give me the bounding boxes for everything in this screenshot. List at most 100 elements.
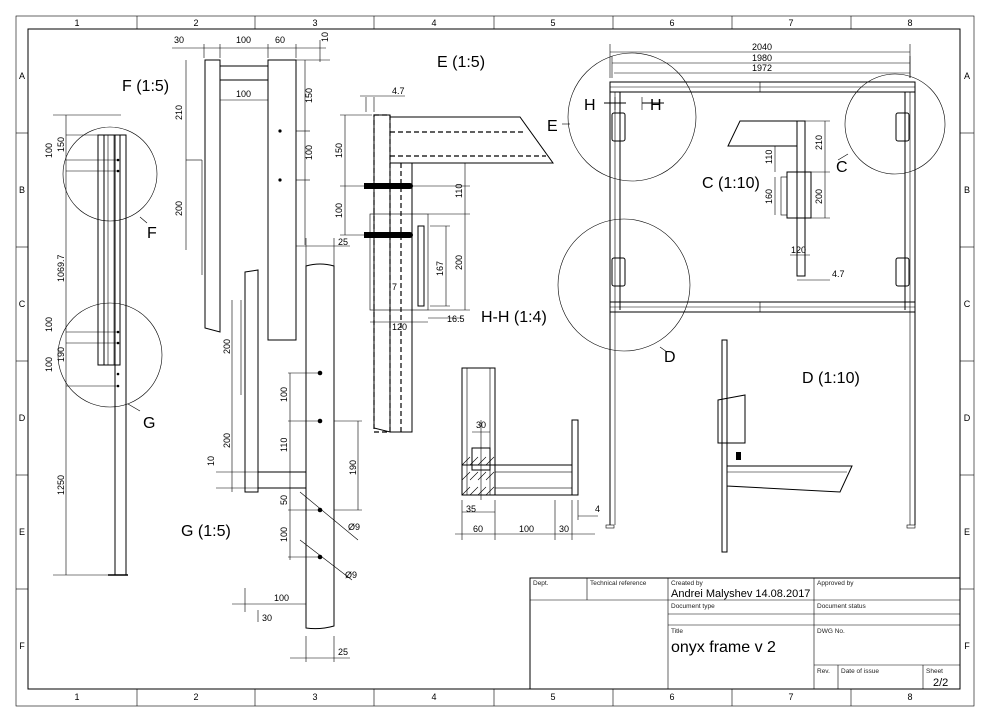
view-d xyxy=(717,339,853,553)
view-label-hh: H-H (1:4) xyxy=(481,309,547,326)
zone-row-c-right: C xyxy=(964,299,971,309)
zone-row-a-right: A xyxy=(964,71,970,81)
dim-e-165: 16.5 xyxy=(447,314,465,324)
dim-hh-60: 60 xyxy=(473,524,483,534)
zone-col-6-bottom: 6 xyxy=(669,692,674,702)
dim-hh-35: 35 xyxy=(466,504,476,514)
tb-dwg-no-label: DWG No. xyxy=(817,628,845,635)
dim-e-110: 110 xyxy=(454,184,464,198)
zone-col-5-top: 5 xyxy=(550,18,555,28)
marker-h1: H xyxy=(584,97,596,114)
dim-left-100a: 100 xyxy=(44,143,54,158)
dim-g-10: 10 xyxy=(206,456,216,466)
tb-doc-type-label: Document type xyxy=(671,603,715,610)
tb-rev-label: Rev. xyxy=(817,668,830,675)
main-frame-view xyxy=(557,44,946,529)
zone-col-5-bottom: 5 xyxy=(550,692,555,702)
dim-f-100a: 100 xyxy=(236,35,251,45)
zone-col-7-top: 7 xyxy=(788,18,793,28)
tb-doc-status-label: Document status xyxy=(817,603,867,610)
zone-row-e-right: E xyxy=(964,527,970,537)
dim-g-200b: 200 xyxy=(222,433,232,448)
dim-left-1250: 1250 xyxy=(56,475,66,495)
zone-row-e-left: E xyxy=(19,527,25,537)
dim-main-1980: 1980 xyxy=(752,53,772,63)
dim-left-190: 190 xyxy=(56,347,66,362)
dim-g-200a: 200 xyxy=(222,339,232,354)
tb-sheet-value: 2/2 xyxy=(933,677,948,689)
marker-c: C xyxy=(836,159,848,176)
marker-g: G xyxy=(143,415,155,432)
dim-f-30: 30 xyxy=(174,35,184,45)
dim-left-100b: 100 xyxy=(44,317,54,332)
dim-e-100: 100 xyxy=(334,203,344,218)
zone-row-f-right: F xyxy=(964,641,970,651)
section-hh xyxy=(455,367,598,540)
zone-col-4-top: 4 xyxy=(431,18,436,28)
view-g xyxy=(216,238,362,662)
dim-g-190: 190 xyxy=(348,460,358,475)
tb-tech-ref-label: Technical reference xyxy=(590,580,647,587)
dim-left-100c: 100 xyxy=(44,357,54,372)
dim-f-200: 200 xyxy=(174,201,184,216)
dim-g-30: 30 xyxy=(262,613,272,623)
dim-left-10697: 1069.7 xyxy=(56,254,66,282)
dim-g-25b: 25 xyxy=(338,647,348,657)
marker-d: D xyxy=(664,349,676,366)
dim-hh-4: 4 xyxy=(595,504,600,514)
zone-col-6-top: 6 xyxy=(669,18,674,28)
zone-col-7-bottom: 7 xyxy=(788,692,793,702)
dim-e-120: 120 xyxy=(392,322,407,332)
dim-c-110: 110 xyxy=(764,150,774,164)
zone-col-1-bottom: 1 xyxy=(74,692,79,702)
zone-col-4-bottom: 4 xyxy=(431,692,436,702)
dim-g-100a: 100 xyxy=(279,387,289,402)
dim-c-47: 4.7 xyxy=(832,269,845,279)
dim-g-phi9a: Ø9 xyxy=(348,522,360,532)
dim-f-60: 60 xyxy=(275,35,285,45)
zone-ticks xyxy=(16,16,974,706)
dim-hh-30: 30 xyxy=(476,420,486,430)
dim-main-1972: 1972 xyxy=(752,63,772,73)
zone-row-c-left: C xyxy=(19,299,26,309)
tb-created-by-value: Andrei Malyshev 14.08.2017 xyxy=(671,588,810,600)
tb-title-label: Title xyxy=(671,628,683,635)
dim-left-150: 150 xyxy=(56,137,66,152)
view-label-f: F (1:5) xyxy=(122,78,169,95)
zone-col-1-top: 1 xyxy=(74,18,79,28)
zone-row-d-left: D xyxy=(19,413,26,423)
marker-e: E xyxy=(547,118,558,135)
zone-row-d-right: D xyxy=(964,413,971,423)
title-block xyxy=(529,577,961,690)
marker-f: F xyxy=(147,225,157,242)
dim-f-210: 210 xyxy=(174,105,184,120)
zone-col-2-bottom: 2 xyxy=(193,692,198,702)
dim-f-100c: 100 xyxy=(304,145,314,160)
tb-dept-label: Dept. xyxy=(533,580,549,587)
tb-sheet-label: Sheet xyxy=(926,668,943,675)
left-post-view xyxy=(53,114,163,576)
view-f xyxy=(172,40,330,341)
zone-row-a-left: A xyxy=(19,71,25,81)
view-label-d: D (1:10) xyxy=(802,370,860,387)
zone-col-3-top: 3 xyxy=(312,18,317,28)
dim-e-150: 150 xyxy=(334,143,344,158)
dim-c-120: 120 xyxy=(791,245,806,255)
dim-g-100c: 100 xyxy=(274,593,289,603)
dim-g-110: 110 xyxy=(279,438,289,452)
view-e xyxy=(340,95,554,433)
dim-main-2040: 2040 xyxy=(752,42,772,52)
dim-e-167: 167 xyxy=(435,261,445,276)
dim-hh-30b: 30 xyxy=(559,524,569,534)
dim-e-200: 200 xyxy=(454,255,464,270)
dim-hh-100: 100 xyxy=(519,524,534,534)
dim-g-25a: 25 xyxy=(338,237,348,247)
zone-col-2-top: 2 xyxy=(193,18,198,28)
zone-col-3-bottom: 3 xyxy=(312,692,317,702)
view-label-e: E (1:5) xyxy=(437,54,485,71)
dim-c-200: 200 xyxy=(814,189,824,204)
zone-col-8-bottom: 8 xyxy=(907,692,912,702)
dim-g-100b: 100 xyxy=(279,527,289,542)
zone-row-b-right: B xyxy=(964,185,970,195)
